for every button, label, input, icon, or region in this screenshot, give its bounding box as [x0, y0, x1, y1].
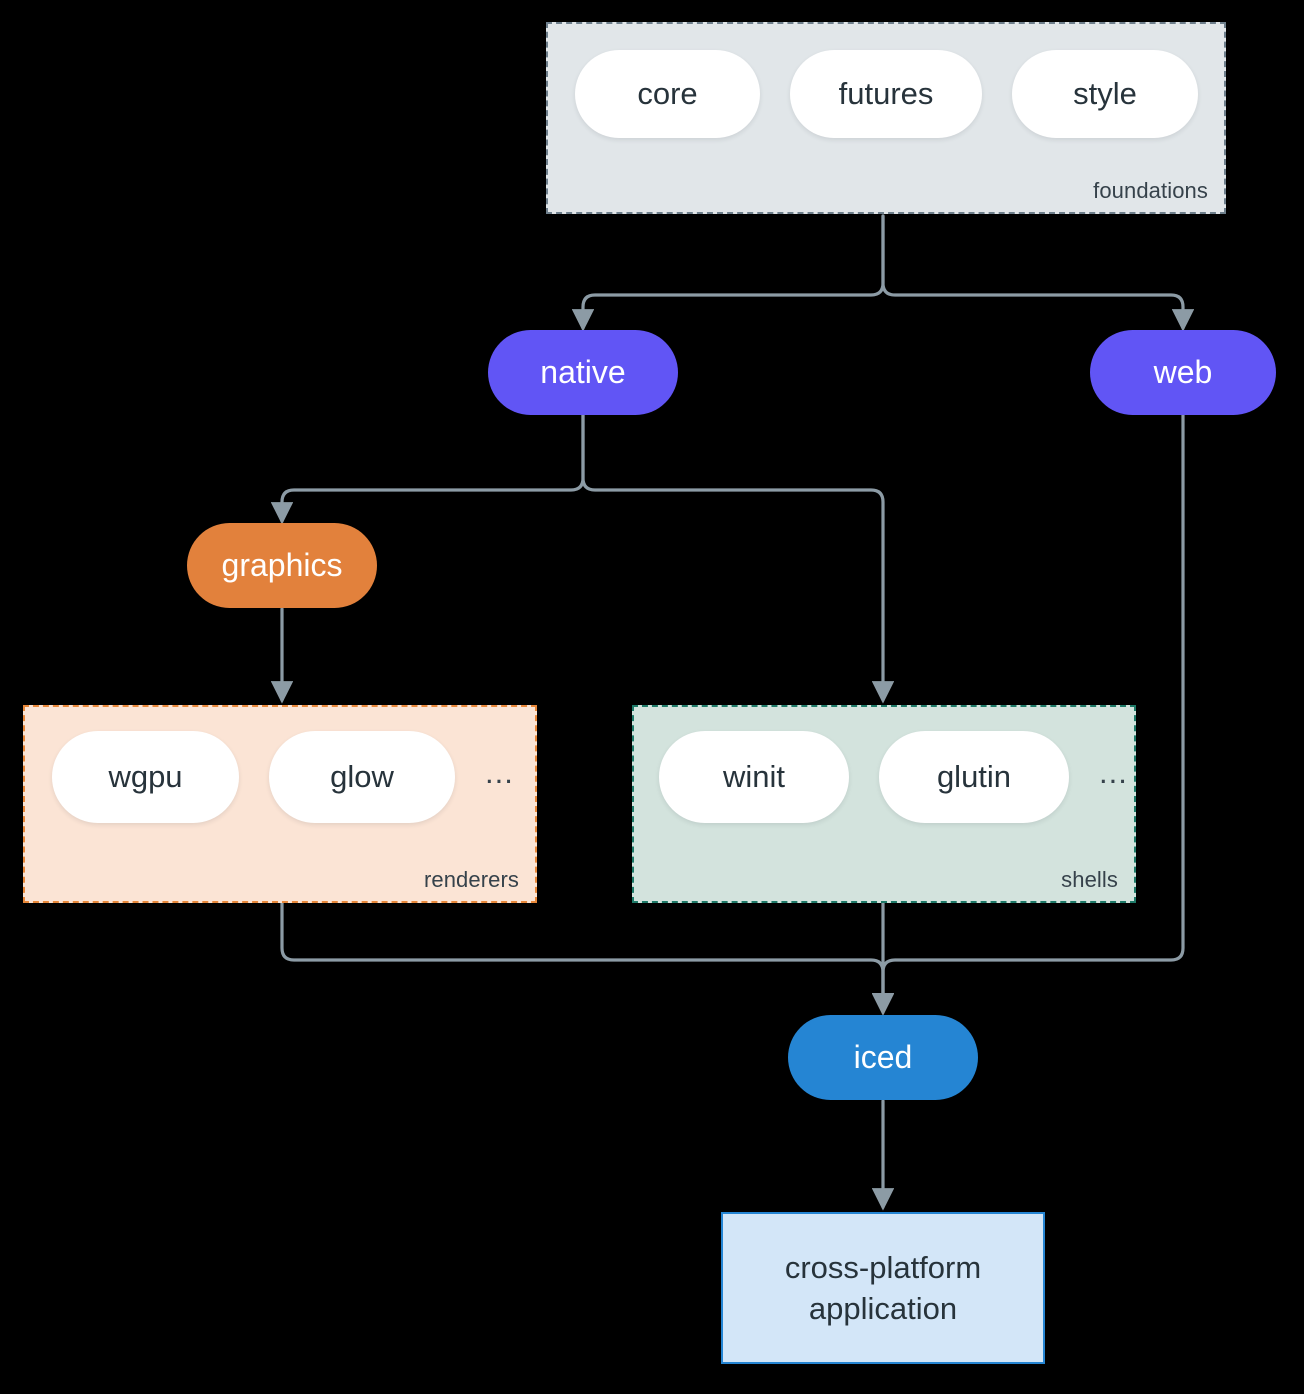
group-foundations-label: foundations — [1093, 178, 1208, 203]
group-shells: winit glutin ... shells — [632, 705, 1136, 903]
pill-glutin[interactable]: glutin — [879, 731, 1069, 823]
pill-futures-label: futures — [838, 76, 934, 111]
pill-winit[interactable]: winit — [659, 731, 849, 823]
foundations-pill-row: core futures style — [575, 50, 1198, 138]
node-web-label: web — [1153, 354, 1213, 390]
pill-style[interactable]: style — [1012, 50, 1198, 138]
node-web[interactable]: web — [1090, 330, 1276, 415]
pill-glutin-label: glutin — [936, 759, 1012, 794]
renderers-ellipsis: ... — [485, 754, 514, 790]
pill-wgpu[interactable]: wgpu — [52, 731, 239, 823]
edge-foundations-native — [571, 214, 885, 332]
edge-foundations-web — [881, 214, 1195, 332]
node-graphics-label: graphics — [221, 547, 343, 583]
application-label-line1: cross-platform — [784, 1249, 982, 1285]
pill-style-label: style — [1073, 76, 1137, 111]
pill-futures[interactable]: futures — [790, 50, 982, 138]
pill-glow-label: glow — [330, 759, 394, 794]
shells-ellipsis: ... — [1099, 754, 1128, 790]
pill-glow[interactable]: glow — [269, 731, 455, 823]
application-label-line2: application — [808, 1291, 958, 1326]
pill-core-label: core — [637, 76, 698, 111]
group-foundations: core futures style foundations — [546, 22, 1226, 214]
renderers-pill-row: wgpu glow ... — [52, 731, 514, 823]
node-iced[interactable]: iced — [788, 1015, 978, 1100]
node-native-label: native — [540, 354, 626, 390]
node-cross-platform-application[interactable]: cross-platform application — [721, 1212, 1045, 1364]
edge-native-graphics — [270, 413, 585, 525]
group-renderers: wgpu glow ... renderers — [23, 705, 537, 903]
pill-core[interactable]: core — [575, 50, 760, 138]
node-graphics[interactable]: graphics — [187, 523, 377, 608]
group-shells-label: shells — [1061, 867, 1118, 892]
pill-winit-label: winit — [722, 759, 785, 794]
edge-renderers-iced — [280, 901, 895, 1016]
shells-pill-row: winit glutin ... — [659, 731, 1128, 823]
node-iced-label: iced — [853, 1039, 913, 1075]
group-renderers-label: renderers — [423, 867, 519, 892]
pill-wgpu-label: wgpu — [108, 759, 183, 794]
node-native[interactable]: native — [488, 330, 678, 415]
edge-native-shells — [581, 413, 895, 704]
